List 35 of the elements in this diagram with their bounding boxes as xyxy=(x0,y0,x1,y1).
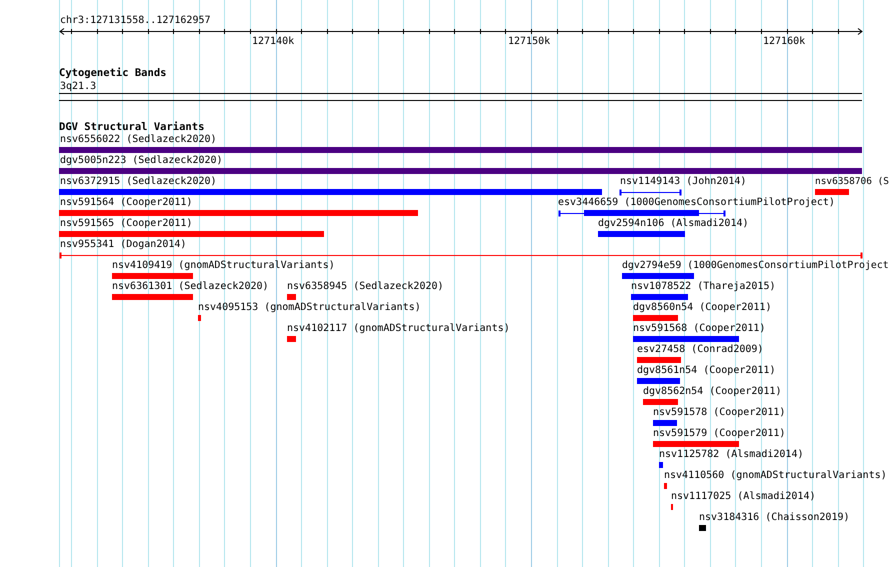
feature-label: nsv6361301 (Sedlazeck2020) xyxy=(112,281,269,292)
feature-label: dgv2794e59 (1000GenomesConsortiumPilotProject xyxy=(622,260,889,271)
tick-label: 127150k xyxy=(508,36,550,47)
locus-label: chr3:127131558..127162957 xyxy=(60,15,211,26)
feature-label: dgv8560n54 (Cooper2011) xyxy=(633,302,772,313)
feature-label: nsv1125782 (Alsmadi2014) xyxy=(659,449,804,460)
tick-label: 127160k xyxy=(763,36,806,47)
feature-label: esv3446659 (1000GenomesConsortiumPilotProject) xyxy=(558,197,835,208)
feature-label: nsv591568 (Cooper2011) xyxy=(633,323,766,334)
feature-label: nsv955341 (Dogan2014) xyxy=(60,239,186,250)
feature-label: nsv4102117 (gnomADStructuralVariants) xyxy=(287,323,510,334)
feature-label: nsv1117025 (Alsmadi2014) xyxy=(671,491,816,502)
feature-label: dgv8561n54 (Cooper2011) xyxy=(637,365,776,376)
feature-label: nsv591579 (Cooper2011) xyxy=(653,428,786,439)
feature-label: dgv5005n223 (Sedlazeck2020) xyxy=(60,155,223,166)
feature-label: nsv591565 (Cooper2011) xyxy=(60,218,192,229)
feature-label: nsv1078522 (Thareja2015) xyxy=(631,281,776,292)
feature-label: esv27458 (Conrad2009) xyxy=(637,344,764,355)
feature-label: nsv3184316 (Chaisson2019) xyxy=(699,512,850,523)
feature-label: nsv1149143 (John2014) xyxy=(620,176,746,187)
feature-label: dgv2594n106 (Alsmadi2014) xyxy=(598,218,749,229)
feature-label: nsv4109419 (gnomADStructuralVariants) xyxy=(112,260,335,271)
band-label: 3q21.3 xyxy=(60,81,96,92)
feature-label: nsv6556022 (Sedlazeck2020) xyxy=(60,134,217,145)
feature-label: nsv591578 (Cooper2011) xyxy=(653,407,786,418)
feature-label: dgv8562n54 (Cooper2011) xyxy=(643,386,782,397)
feature-label: nsv4095153 (gnomADStructuralVariants) xyxy=(198,302,421,313)
feature-label: nsv591564 (Cooper2011) xyxy=(60,197,192,208)
feature-label: nsv4110560 (gnomADStructuralVariants) xyxy=(664,470,887,481)
tick-label: 127140k xyxy=(252,36,294,47)
track-title: DGV Structural Variants xyxy=(59,122,204,133)
feature-label: nsv6358945 (Sedlazeck2020) xyxy=(287,281,444,292)
feature-label: nsv6372915 (Sedlazeck2020) xyxy=(60,176,217,187)
feature-label: nsv6358706 (S xyxy=(815,176,889,187)
track-title: Cytogenetic Bands xyxy=(59,68,166,79)
